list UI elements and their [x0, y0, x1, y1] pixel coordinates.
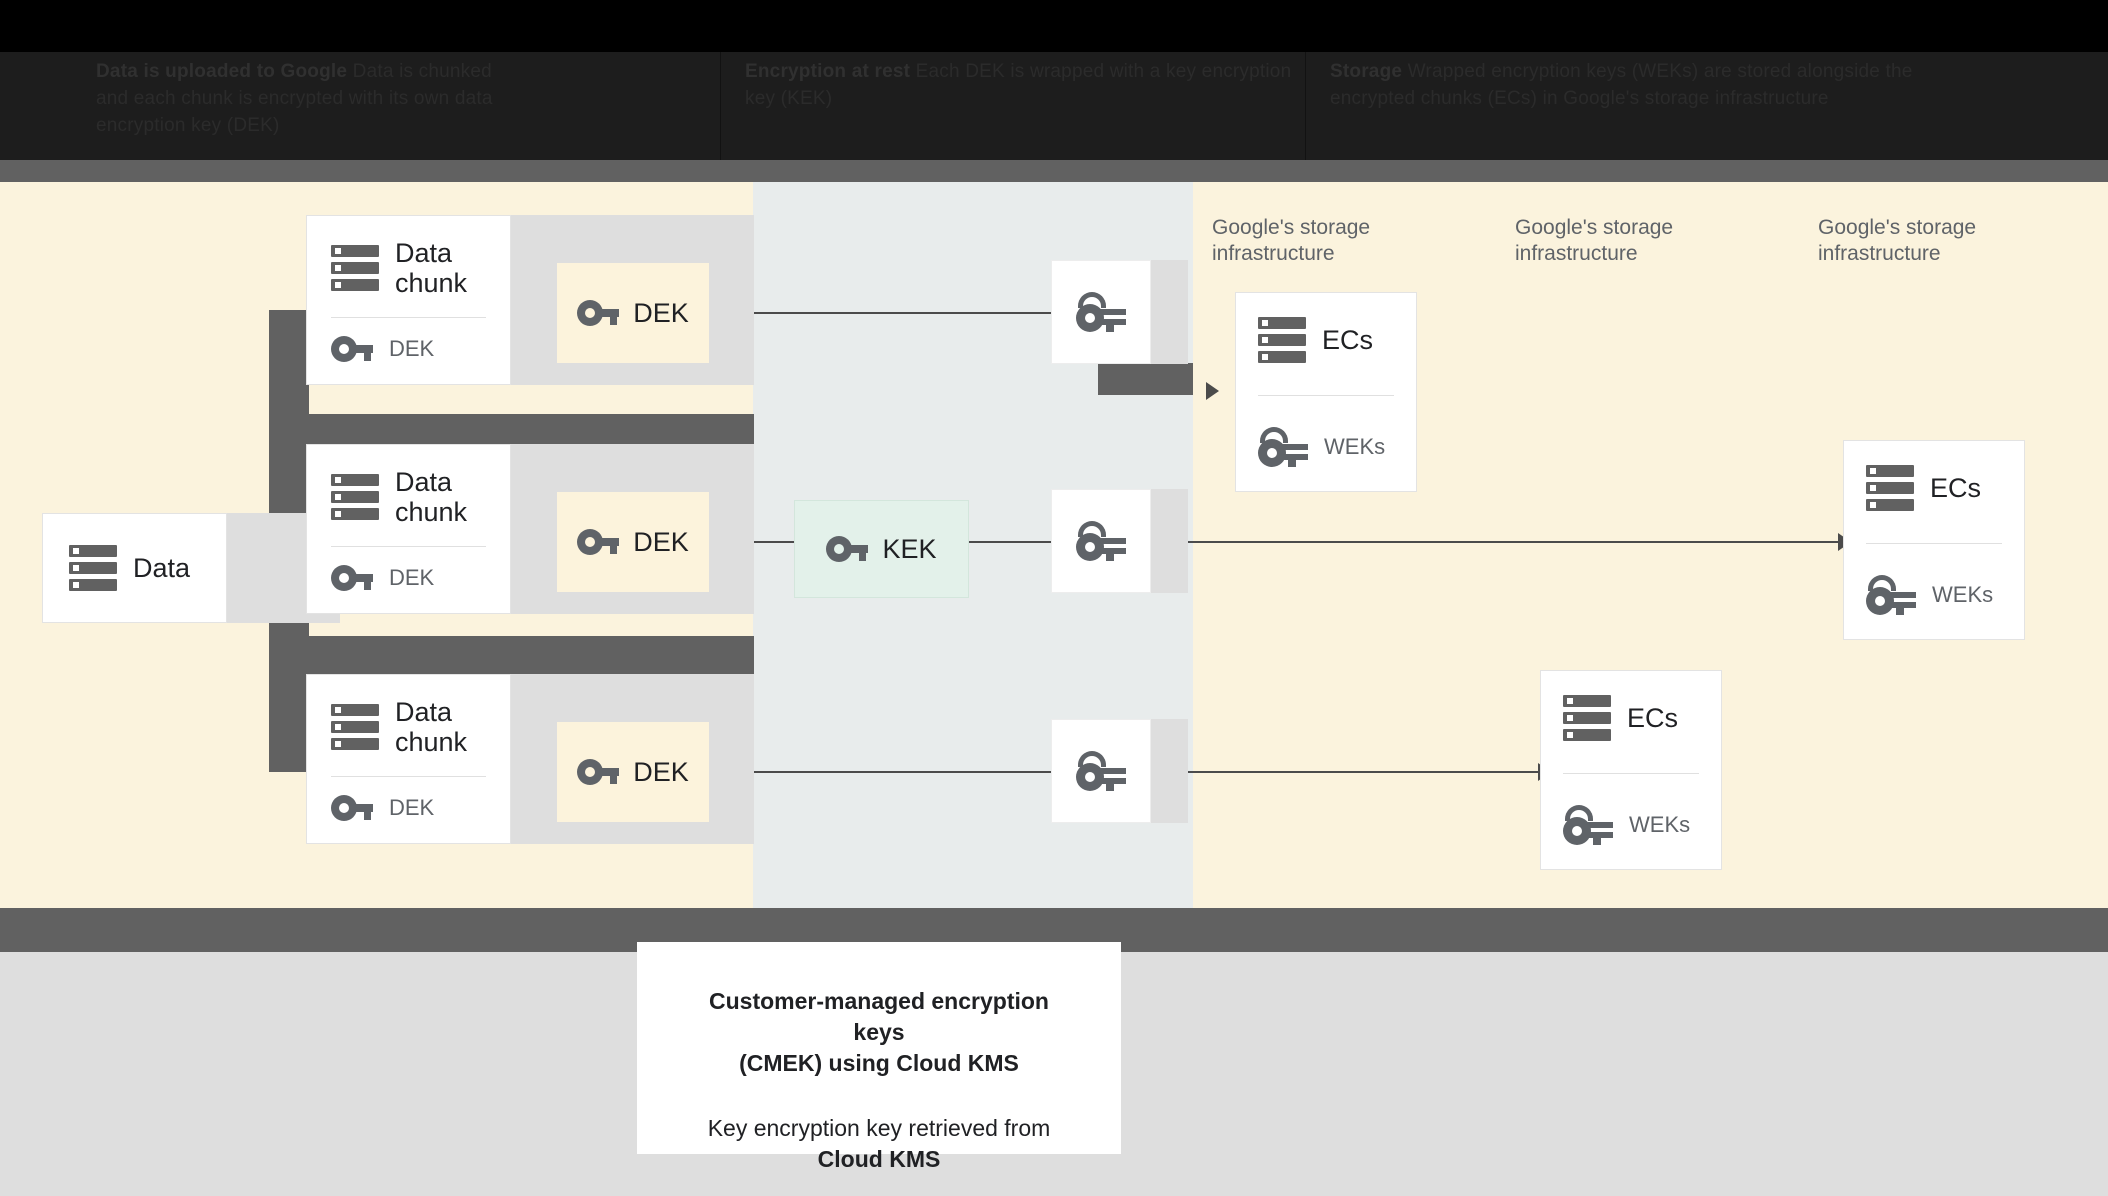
header-column-3: Storage Wrapped encryption keys (WEKs) a… [1330, 58, 1970, 112]
ecs-card-1-title: ECs [1322, 325, 1374, 355]
wire-dek1-to-wkey1 [711, 312, 1051, 314]
chunk-card-1-divider [331, 316, 486, 318]
dek-card-3[interactable]: DEK [557, 722, 709, 822]
key-icon [331, 565, 373, 591]
dek-card-3-label: DEK [633, 757, 689, 787]
header-column-2-body: Each DEK is wrapped with a key encryptio… [745, 61, 1292, 109]
chunk-card-1[interactable]: Data chunk DEK [306, 215, 511, 385]
chunk-card-2-key-label: DEK [389, 565, 435, 590]
chunk-card-3-divider [331, 775, 486, 777]
header-inner: Data is uploaded to Google Data is chunk… [0, 52, 2108, 160]
ecs-card-3-divider [1563, 772, 1699, 774]
wrapped-key-2[interactable] [1051, 489, 1151, 593]
wrapped-key-icon [1563, 805, 1613, 845]
wrapped-key-icon [1076, 751, 1126, 791]
data-node[interactable]: Data [42, 513, 227, 623]
wrapped-key-1[interactable] [1051, 260, 1151, 364]
header-column-2-lead: Encryption at rest [745, 61, 911, 82]
kek-card[interactable]: KEK [794, 500, 969, 598]
header-column-1: Data is uploaded to Google Data is chunk… [96, 58, 516, 139]
server-stack-icon [1563, 695, 1611, 741]
chunk-card-3-key-label: DEK [389, 795, 435, 820]
header-column-1-body: Data is chunked and each chunk is encryp… [96, 61, 493, 136]
key-icon [577, 759, 620, 785]
fanout-arm-2 [269, 636, 754, 676]
kek-card-label: KEK [882, 534, 937, 564]
wrapped-key-3[interactable] [1051, 719, 1151, 823]
caption-title-line-1: Customer-managed encryption keys [709, 988, 1049, 1045]
ecs-card-3[interactable]: ECs WEKs [1540, 670, 1722, 870]
key-icon [331, 336, 373, 362]
wire-dek3-to-wkey3 [711, 771, 1051, 773]
chunk-card-2[interactable]: Data chunk DEK [306, 444, 511, 614]
dek-card-1-label: DEK [633, 298, 689, 328]
zone-label-3: Google's storage infrastructure [1818, 216, 1977, 265]
dek-card-1[interactable]: DEK [557, 263, 709, 363]
chunk-card-1-key-label: DEK [389, 336, 435, 361]
server-stack-icon [331, 245, 379, 291]
wire-wkey3-to-ecs3 [1098, 771, 1538, 773]
arrow-ecs1 [1206, 382, 1219, 400]
header-rule [0, 160, 2108, 182]
header-band: Data is uploaded to Google Data is chunk… [0, 0, 2108, 160]
storage-arm-top [1098, 363, 1193, 395]
server-stack-icon [1866, 465, 1914, 511]
chunk-card-2-divider [331, 545, 486, 547]
caption-card: Customer-managed encryption keys (CMEK) … [637, 942, 1121, 1172]
dek-card-2-label: DEK [633, 527, 689, 557]
server-stack-icon [331, 474, 379, 520]
chunk-card-3[interactable]: Data chunk DEK [306, 674, 511, 844]
dek-card-2[interactable]: DEK [557, 492, 709, 592]
key-icon [331, 795, 373, 821]
header-divider-1 [720, 52, 721, 160]
wrapped-key-icon [1076, 292, 1126, 332]
ecs-card-1[interactable]: ECs WEKs [1235, 292, 1417, 492]
header-column-3-body: Wrapped encryption keys (WEKs) are store… [1330, 61, 1913, 109]
data-node-label: Data [133, 553, 191, 583]
header-divider-2 [1305, 52, 1306, 160]
ecs-card-3-key-label: WEKs [1629, 812, 1691, 837]
key-icon [577, 300, 620, 326]
ecs-card-2-key-label: WEKs [1932, 582, 1994, 607]
key-icon [826, 536, 869, 562]
ecs-card-3-title: ECs [1627, 703, 1679, 733]
ecs-card-1-divider [1258, 394, 1394, 396]
zone-label-1: Google's storage infrastructure [1212, 216, 1371, 265]
server-stack-icon [331, 704, 379, 750]
caption-title-line-2: (CMEK) using Cloud KMS [739, 1050, 1019, 1076]
chunk-card-3-title: Data chunk [395, 697, 468, 757]
caption-body-line-1: Key encryption key retrieved from [707, 1115, 1051, 1141]
header-column-2: Encryption at rest Each DEK is wrapped w… [745, 58, 1305, 112]
header-column-1-lead: Data is uploaded to Google [96, 61, 348, 82]
wrapped-key-icon [1866, 575, 1916, 615]
ecs-card-2-title: ECs [1930, 473, 1982, 503]
key-icon [577, 529, 620, 555]
chunk-card-1-title: Data chunk [395, 238, 468, 298]
ecs-card-1-key-label: WEKs [1324, 434, 1386, 459]
ecs-card-2-divider [1866, 542, 2002, 544]
ecs-card-2[interactable]: ECs WEKs [1843, 440, 2025, 640]
wrapped-key-icon [1258, 427, 1308, 467]
chunk-card-2-title: Data chunk [395, 467, 468, 527]
caption-body-line-2: Cloud KMS [817, 1146, 941, 1172]
zone-label-2: Google's storage infrastructure [1515, 216, 1674, 265]
header-column-3-lead: Storage [1330, 61, 1403, 82]
server-stack-icon [69, 545, 117, 591]
wire-wkey2-to-ecs2 [1098, 541, 1838, 543]
wrapped-key-icon [1076, 521, 1126, 561]
server-stack-icon [1258, 317, 1306, 363]
